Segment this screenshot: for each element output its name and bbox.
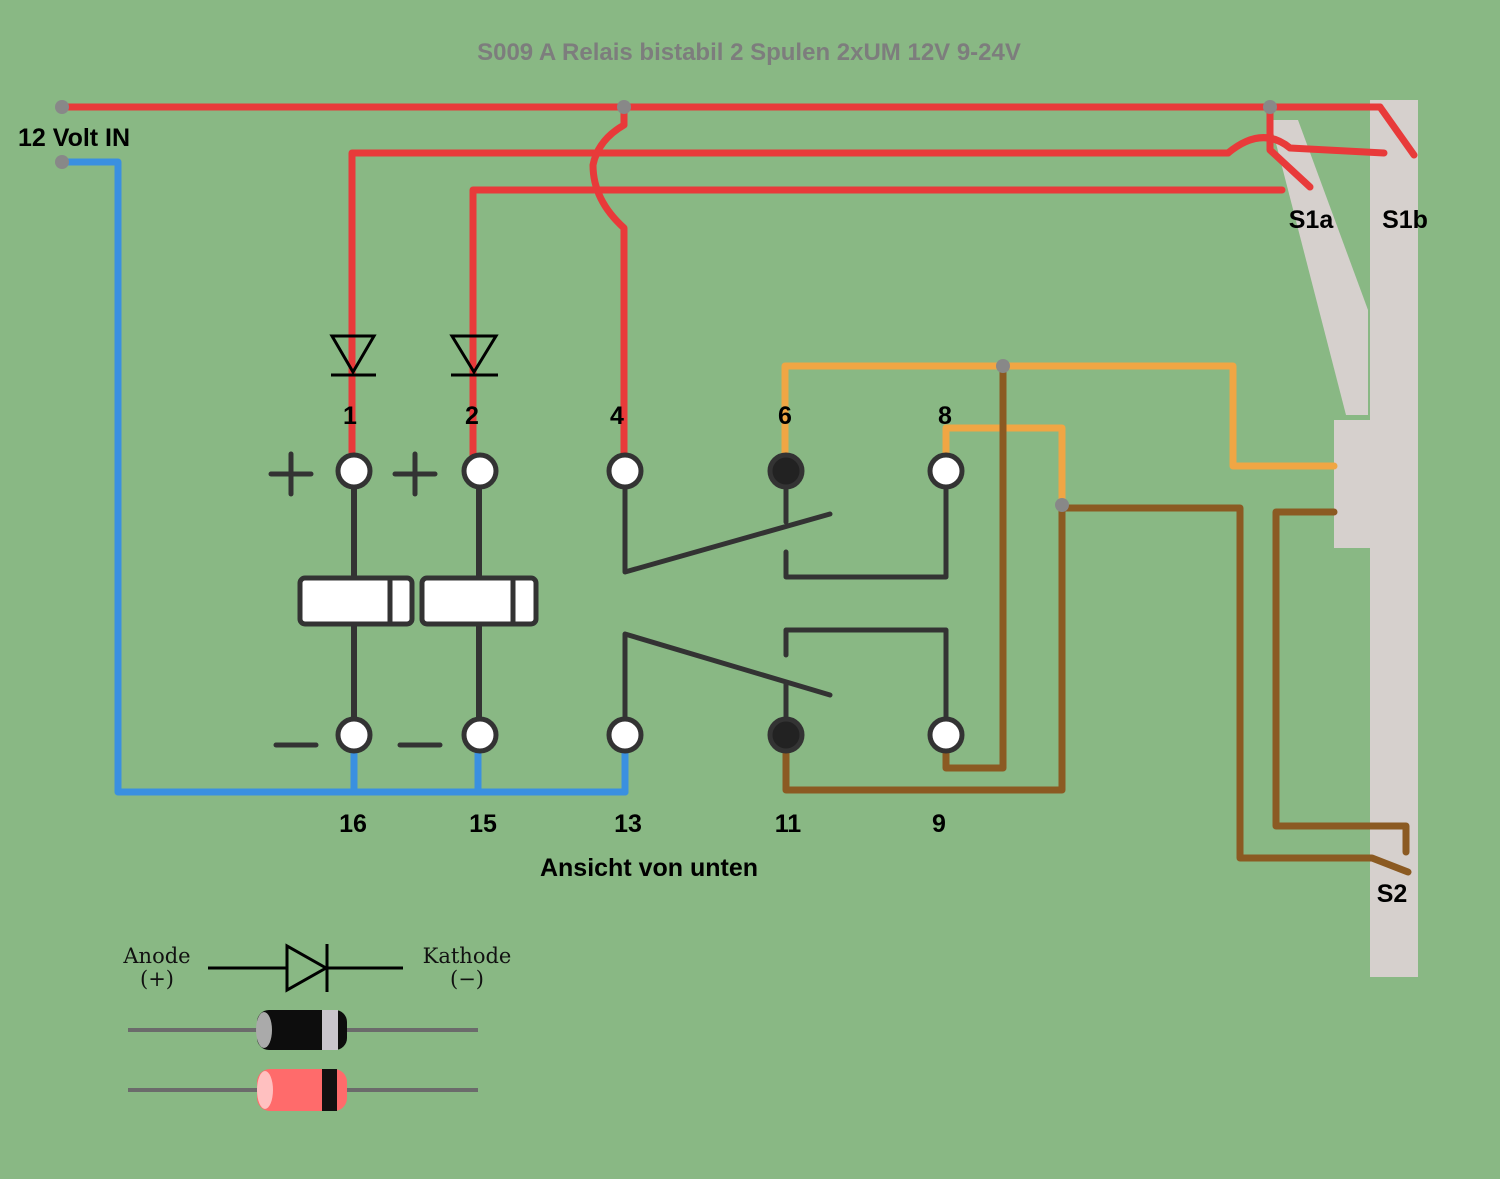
brown-wires xyxy=(782,362,1412,876)
terminal-13 xyxy=(606,716,644,754)
pin-label-top: 1 xyxy=(343,402,357,430)
polarity-signs xyxy=(268,451,443,748)
input-label: 12 Volt IN xyxy=(18,124,130,152)
legend-diode-black xyxy=(128,1010,478,1050)
pin-label-bottom: 15 xyxy=(469,810,497,838)
negative-wires xyxy=(58,158,629,796)
relay-coil-2 xyxy=(419,488,539,718)
diagram-title: S009 A Relais bistabil 2 Spulen 2xUM 12V… xyxy=(477,39,1021,66)
pin-label-bottom: 16 xyxy=(339,810,367,838)
pin-label-bottom: 11 xyxy=(775,810,802,838)
terminal-9 xyxy=(927,716,965,754)
switch-label-s1a: S1a xyxy=(1289,206,1335,234)
terminal-2 xyxy=(461,452,499,490)
terminal-6 xyxy=(767,452,805,490)
pin-label-top: 6 xyxy=(778,402,792,430)
terminal-16 xyxy=(335,716,373,754)
changeover-contact-1 xyxy=(622,485,949,580)
terminals-top xyxy=(335,452,965,490)
pin-label-top: 2 xyxy=(465,402,479,430)
switch-label-s1b: S1b xyxy=(1382,206,1428,234)
terminals-bottom xyxy=(335,716,965,754)
diode-symbol-1 xyxy=(329,334,377,377)
pin-label-bottom: 13 xyxy=(614,810,642,838)
terminal-4 xyxy=(606,452,644,490)
legend-cathode-label: Kathode xyxy=(423,944,512,968)
switch-panel xyxy=(1270,100,1418,977)
pin-label-top: 8 xyxy=(938,402,952,430)
switch-label-s2: S2 xyxy=(1377,880,1408,908)
diode-legend: Anode (+) Kathode (−) xyxy=(122,943,512,1111)
legend-anode-label: Anode xyxy=(122,944,190,968)
junction-dots xyxy=(55,100,1277,512)
legend-diode-symbol xyxy=(208,943,403,993)
legend-diode-red xyxy=(128,1069,478,1111)
pin-label-bottom: 9 xyxy=(932,810,946,838)
terminal-8 xyxy=(927,452,965,490)
legend-cathode-sign: (−) xyxy=(450,967,484,991)
terminal-1 xyxy=(335,452,373,490)
changeover-contact-2 xyxy=(622,627,949,721)
diode-symbol-2 xyxy=(449,334,499,377)
pin-label-top: 4 xyxy=(610,402,624,430)
view-label: Ansicht von unten xyxy=(540,854,758,882)
legend-anode-sign: (+) xyxy=(140,967,174,991)
terminal-11 xyxy=(767,716,805,754)
positive-wires xyxy=(58,103,1418,459)
terminal-15 xyxy=(461,716,499,754)
relay-coil-1 xyxy=(297,488,415,718)
